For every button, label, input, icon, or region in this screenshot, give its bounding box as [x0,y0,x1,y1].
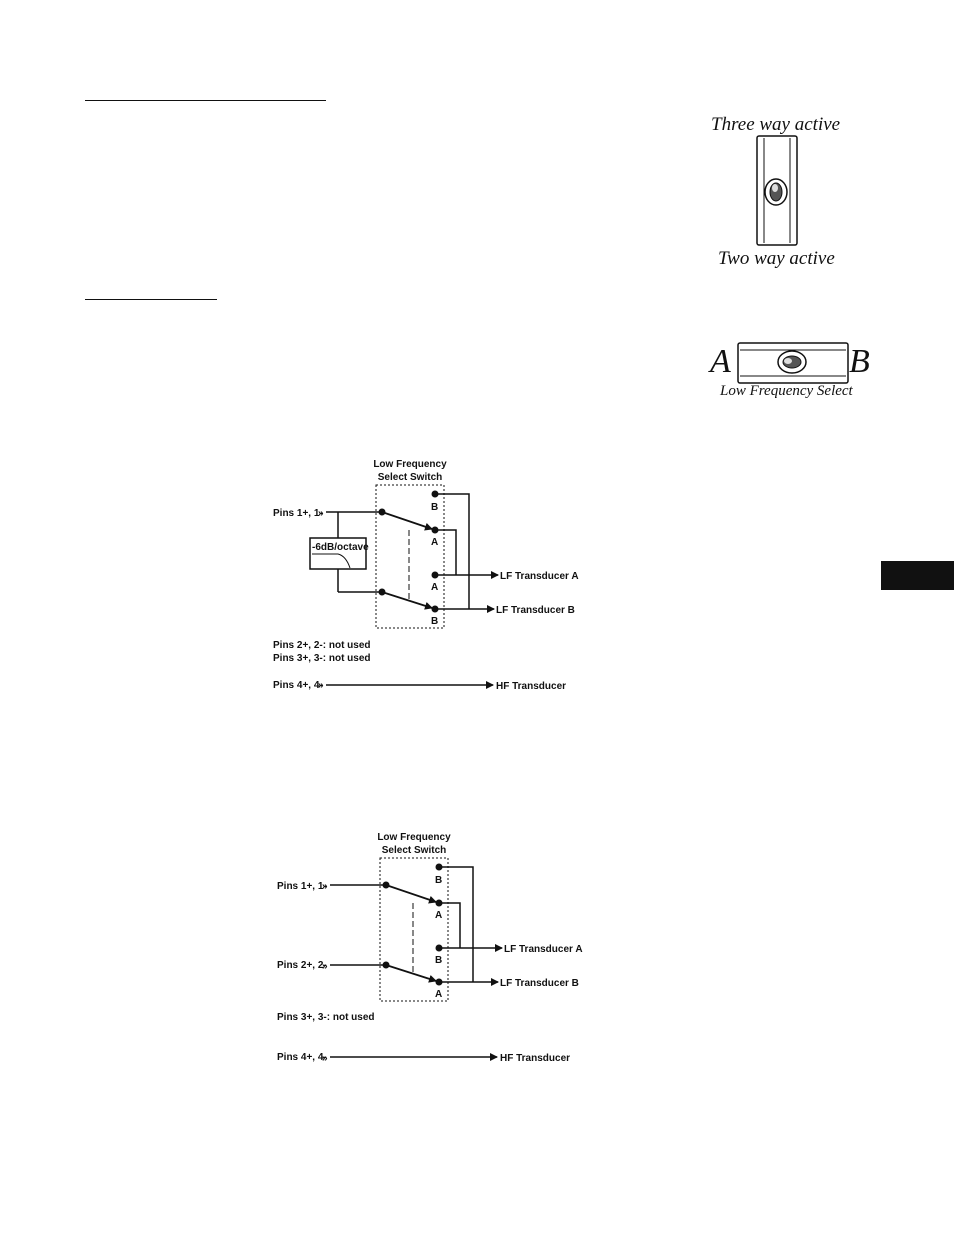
switch-title-line1: Low Frequency [377,832,451,843]
output-lf-transducer-a: LF Transducer A [500,571,579,582]
chapter-tab [881,561,954,590]
input-pins-1: Pins 1+, 1- [273,508,323,519]
connector-chevron-icon: » [322,881,328,892]
switch-title-line1: Low Frequency [373,459,447,470]
wiring-diagram-1: Low Frequency Select Switch Pins 1+, 1- … [273,459,579,692]
connector-chevron-icon: » [318,680,324,691]
input-pins-hf: Pins 4+, 4- [273,680,323,691]
mode-toggle-switch-icon [756,135,798,246]
low-frequency-select-caption: Low Frequency Select [720,383,853,399]
contact-a-upper: A [435,910,442,921]
contact-b-bottom: B [431,616,438,627]
input-pins-hf: Pins 4+, 4- [277,1052,327,1063]
unused-pins-1: Pins 3+, 3-: not used [277,1012,375,1023]
connector-chevron-icon: » [322,961,328,972]
wiring-diagram-2: Low Frequency Select Switch Pins 1+, 1- … [277,832,583,1064]
input-pins-2: Pins 2+, 2- [277,960,327,971]
input-pins-1: Pins 1+, 1- [277,881,327,892]
output-hf-transducer: HF Transducer [496,681,566,692]
two-way-active-label: Two way active [718,248,835,269]
connector-chevron-icon: » [322,1053,328,1064]
output-lf-transducer-b: LF Transducer B [500,978,579,989]
switch-title-line2: Select Switch [378,472,442,483]
filter-label: -6dB/octave [312,542,369,553]
unused-pins-2: Pins 3+, 3-: not used [273,653,371,664]
switch-title-line2: Select Switch [382,845,446,856]
connector-chevron-icon: » [318,508,324,519]
contact-a-bottom: A [435,989,442,1000]
contact-a-upper: A [431,537,438,548]
three-way-active-label: Three way active [711,114,841,135]
output-lf-transducer-b: LF Transducer B [496,605,575,616]
contact-b-top: B [435,875,442,886]
contact-b-top: B [431,502,438,513]
contact-a-lower: A [431,582,438,593]
switch-position-b-label: B [849,343,870,380]
output-lf-transducer-a: LF Transducer A [504,944,583,955]
unused-pins-1: Pins 2+, 2-: not used [273,640,371,651]
section-heading-rule-2 [85,299,217,300]
lf-select-switch-icon [737,342,849,384]
section-heading-rule-1 [85,100,326,101]
output-hf-transducer: HF Transducer [500,1053,570,1064]
switch-position-a-label: A [710,343,731,380]
contact-b-lower: B [435,955,442,966]
